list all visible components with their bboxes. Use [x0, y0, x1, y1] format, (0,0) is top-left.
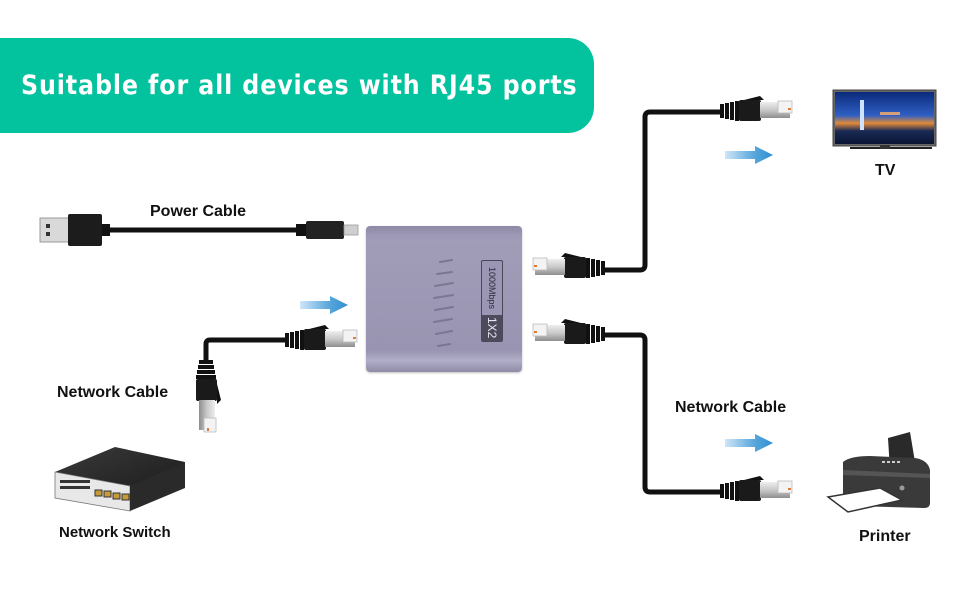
- printer-icon: [826, 432, 930, 513]
- flow-arrow-icon: [725, 434, 773, 452]
- header-banner: [0, 38, 594, 133]
- power-cable-label: Power Cable: [150, 203, 247, 220]
- network-cable-in-label: Network Cable: [57, 384, 169, 401]
- rj45-plug-icon: [195, 359, 222, 433]
- power-cable: [39, 214, 359, 246]
- network-switch-label: Network Switch: [59, 524, 171, 541]
- rj45-plug-icon: [719, 475, 793, 502]
- rj45-plug-icon: [532, 252, 606, 279]
- flow-arrow-icon: [300, 296, 348, 314]
- flow-arrow-icon: [725, 146, 773, 164]
- tv-label: TV: [875, 162, 896, 179]
- network-cable-out-tv: [532, 95, 793, 279]
- rj45-plug-icon: [284, 324, 358, 351]
- device-label-panel: 1000Mbps 1X2: [481, 260, 503, 342]
- network-cable-out-printer: [532, 318, 793, 502]
- device-ports-label: 1X2: [482, 315, 502, 341]
- rj45-plug-icon: [532, 318, 606, 345]
- rj45-plug-icon: [719, 95, 793, 122]
- network-cable-out-label: Network Cable: [675, 399, 787, 416]
- micro-usb-connector-icon: [296, 221, 359, 239]
- device-speed-label: 1000Mbps: [487, 266, 497, 310]
- tv-icon: [832, 89, 937, 149]
- network-switch-icon: [54, 447, 185, 512]
- printer-label: Printer: [859, 528, 911, 545]
- banner-title: Suitable for all devices with RJ45 ports: [21, 70, 578, 101]
- usb-a-connector-icon: [39, 214, 110, 246]
- network-cable-in: [195, 324, 358, 433]
